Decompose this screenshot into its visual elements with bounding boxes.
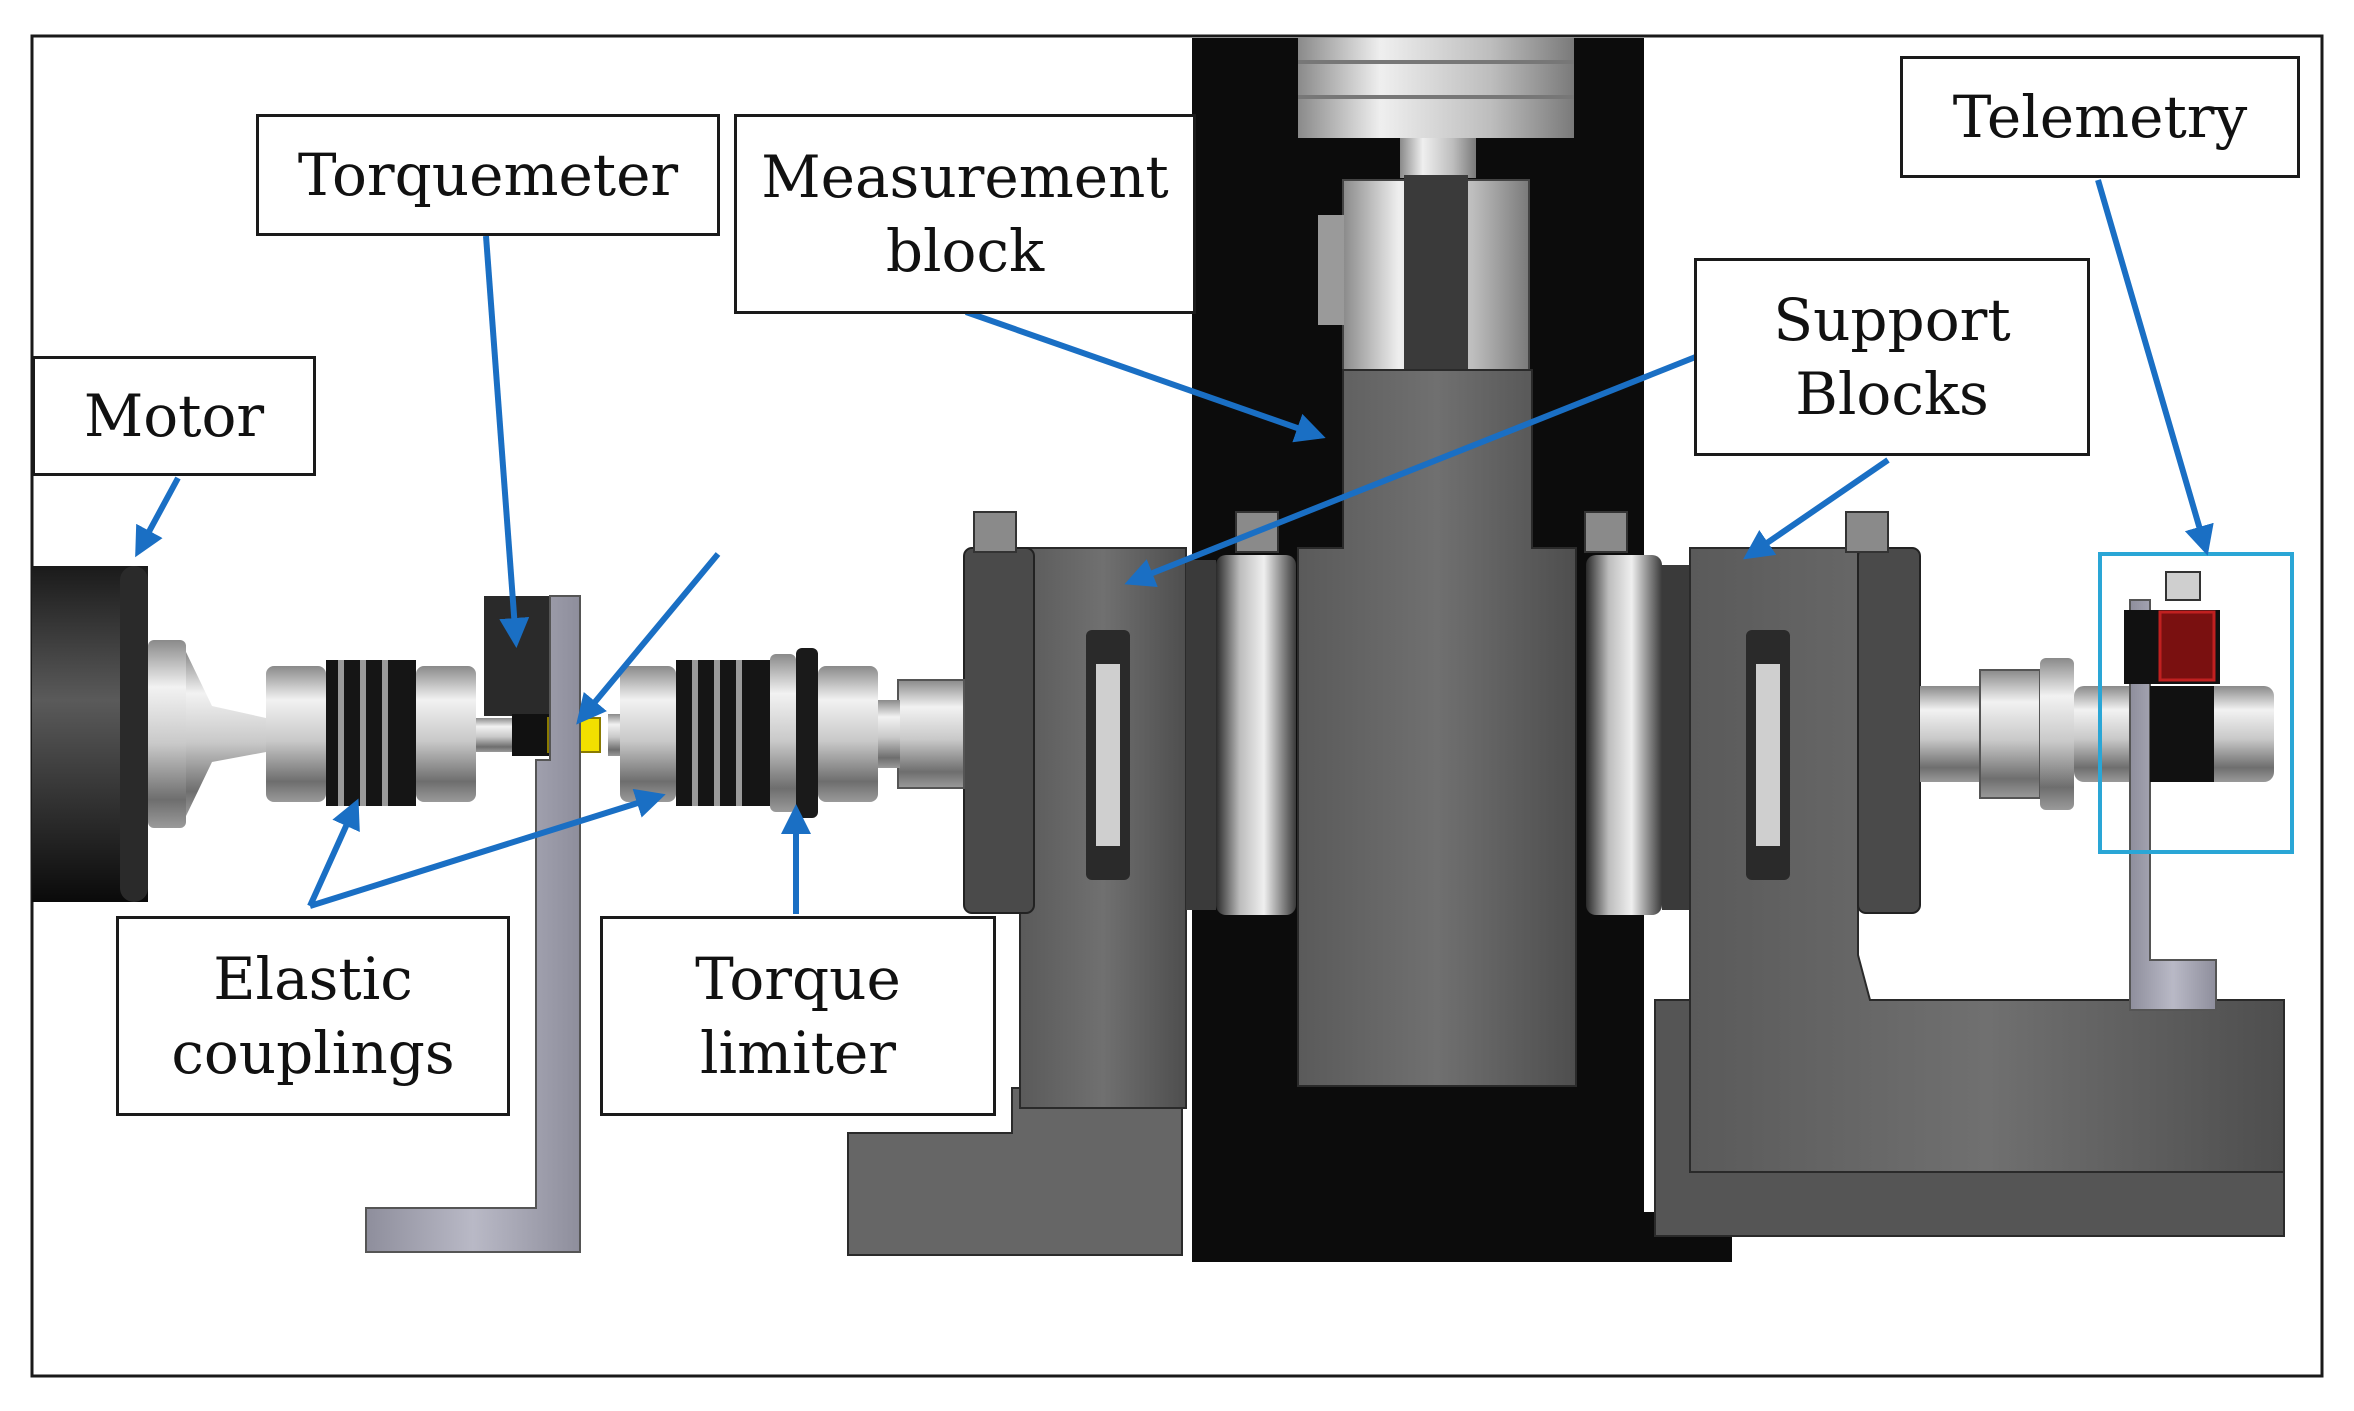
torquemeter-bracket (365, 595, 581, 1253)
left-hex-nut (897, 679, 965, 789)
left-support-block (847, 511, 1296, 1256)
arrow-telemetry (2095, 179, 2214, 556)
torque-limiter-shape (608, 648, 900, 818)
arrow-coupling-1 (307, 798, 360, 908)
label-elastic-couplings: Elastic couplings (116, 916, 510, 1116)
motor-shape (32, 566, 266, 902)
label-torquemeter: Torquemeter (256, 114, 720, 236)
arrow-motor (135, 476, 181, 558)
label-motor: Motor (32, 356, 316, 476)
elastic-coupling-1 (266, 660, 512, 806)
load-cylinder (1298, 38, 1574, 178)
label-torque-limiter: Torque limiter (600, 916, 996, 1116)
right-support-block (1584, 511, 2285, 1237)
arrow-torquemeter (483, 235, 530, 648)
arrow-support-left (1124, 353, 1700, 588)
label-measurement-block: Measurement block (734, 114, 1196, 314)
label-support-blocks: Support Blocks (1694, 258, 2090, 456)
telemetry-unit (2098, 552, 2294, 1011)
arrow-torquemeter-2 (576, 552, 721, 725)
measurement-block-shape (1297, 175, 1577, 1087)
callout-arrows (135, 179, 2214, 914)
arrow-coupling-2 (309, 788, 666, 909)
arrow-measurement (965, 309, 1326, 443)
label-telemetry: Telemetry (1900, 56, 2300, 178)
arrow-support-right (1743, 457, 1890, 560)
